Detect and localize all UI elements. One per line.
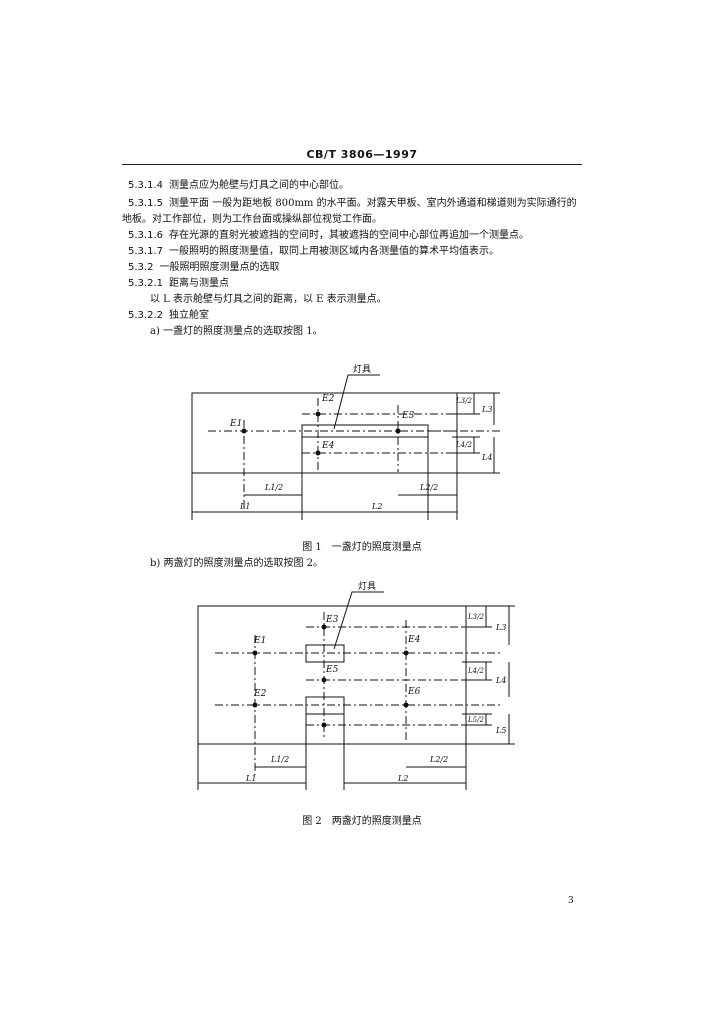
fig1-dim-l3-half: L3/2: [455, 397, 472, 405]
item-b: b) 两盏灯的照度测量点的选取按图 2。: [150, 558, 324, 569]
page-header: CB/T 3806—1997: [306, 148, 418, 161]
para-5-3-2-1: 5.3.2.1 距离与测量点: [128, 276, 229, 291]
fig1-point-e3: [395, 428, 401, 434]
para-5-3-2: 5.3.2 一般照明照度测量点的选取: [128, 260, 279, 275]
para-number: 5.3.2.2: [128, 310, 163, 321]
fig1-caption: 图 1 一盏灯的照度测量点: [302, 542, 422, 553]
fig2-dim-l4: L4: [495, 676, 506, 685]
para-5-3-2-2: 5.3.2.2 独立舱室: [128, 308, 209, 323]
fig2-dim-l3: L3: [495, 623, 506, 632]
fig2-point-e6: [403, 702, 409, 708]
page-number: 3: [568, 896, 574, 906]
fig2-dim-l5-half: L5/2: [467, 716, 484, 724]
fig2-label-e5: E5: [325, 665, 339, 675]
fig1-room-outline: [191, 392, 458, 474]
para-number: 5.3.2: [128, 262, 154, 273]
fig1-label-e4: E4: [321, 441, 335, 451]
item-a: a) 一盏灯的照度测量点的选取按图 1。: [150, 324, 323, 339]
fig2-label-e3: E3: [325, 615, 339, 625]
fig2-dim-l2-half: L2/2: [429, 755, 448, 764]
fig2-dim-l1: L1: [245, 774, 256, 783]
para-5-3-1-4: 5.3.1.4 测量点应为舱壁与灯具之间的中心部位。: [128, 178, 349, 193]
fig1-lamp-label: 灯具: [353, 364, 371, 375]
fig2-label-e2: E2: [253, 689, 267, 699]
fig1-dim-l2: L2: [371, 502, 382, 511]
fig2-room-outline: [197, 605, 467, 745]
fig2-label-e4: E4: [407, 635, 421, 645]
para-text: 独立舱室: [169, 310, 209, 321]
para-number: 5.3.1.6: [128, 230, 163, 241]
fig2-point-e3: [321, 624, 327, 630]
para-text: 测量点应为舱壁与灯具之间的中心部位。: [169, 180, 349, 191]
para-number: 5.3.2.1: [128, 278, 163, 289]
fig2-point-e2: [252, 702, 258, 708]
header-rule: [122, 164, 582, 165]
para-text: a) 一盏灯的照度测量点的选取按图 1。: [150, 326, 323, 337]
fig1-point-e2: [315, 411, 321, 417]
fig2-dim-l3-half: L3/2: [467, 613, 484, 621]
fig2-caption: 图 2 两盏灯的照度测量点: [302, 816, 422, 827]
fig2-point-e1: [252, 650, 258, 656]
fig1-dim-l3: L3: [481, 405, 492, 414]
fig1-dim-l4: L4: [481, 453, 492, 462]
para-5-3-1-6: 5.3.1.6 存在光源的直射光被遮挡的空间时，其被遮挡的空间中心部位再追加一个测…: [128, 228, 529, 243]
fig2-dim-l2: L2: [397, 774, 408, 783]
fig1-dim-l1: L1: [239, 502, 250, 511]
fig2-point-e5: [321, 677, 327, 683]
para-text: 测量平面 一般为距地板 800mm 的水平面。对露天甲板、室内外通道和梯道则为实…: [169, 198, 577, 209]
para-text: 地板。对工作部位，则为工作台面或操纵部位视觉工作面。: [122, 214, 382, 225]
fig2-dim-l1-half: L1/2: [270, 755, 289, 764]
para-text: 存在光源的直射光被遮挡的空间时，其被遮挡的空间中心部位再追加一个测量点。: [169, 230, 529, 241]
fig1-label-e2: E2: [321, 394, 335, 404]
fig1-point-e1: [241, 428, 247, 434]
fig2-lamp-label: 灯具: [358, 581, 376, 592]
para-5-3-2-1-body: 以 L 表示舱壁与灯具之间的距离，以 E 表示测量点。: [150, 292, 387, 307]
para-5-3-1-5: 5.3.1.5 测量平面 一般为距地板 800mm 的水平面。对露天甲板、室内外通…: [128, 196, 577, 211]
para-number: 5.3.1.7: [128, 246, 163, 257]
fig2-label-e1: E1: [253, 636, 266, 646]
fig2-dim-l5: L5: [495, 726, 506, 735]
para-number: 5.3.1.5: [128, 198, 163, 209]
fig1-dim-l2-half: L2/2: [419, 483, 438, 492]
fig2-point-e7: [321, 722, 327, 728]
fig1-point-e4: [315, 450, 321, 456]
fig2-dim-l4-half: L4/2: [467, 667, 484, 675]
fig1-dim-l1-half: L1/2: [264, 483, 283, 492]
fig1-label-e1: E1: [229, 419, 242, 429]
para-text: 一般照明照度测量点的选取: [159, 262, 280, 273]
fig2-point-e4: [403, 650, 409, 656]
fig2-label-e6: E6: [407, 687, 421, 697]
para-5-3-1-7: 5.3.1.7 一般照明的照度测量值，取同上用被测区域内各测量值的算术平均值表示。: [128, 244, 499, 259]
fig1-dim-l4-half: L4/2: [455, 441, 472, 449]
para-text: 一般照明的照度测量值，取同上用被测区域内各测量值的算术平均值表示。: [169, 246, 499, 257]
fig1-label-e3: E3: [401, 411, 415, 421]
para-text: 以 L 表示舱壁与灯具之间的距离，以 E 表示测量点。: [150, 294, 387, 305]
para-text: 距离与测量点: [169, 278, 229, 289]
para-5-3-1-5-cont: 地板。对工作部位，则为工作台面或操纵部位视觉工作面。: [122, 212, 382, 227]
para-number: 5.3.1.4: [128, 180, 163, 191]
